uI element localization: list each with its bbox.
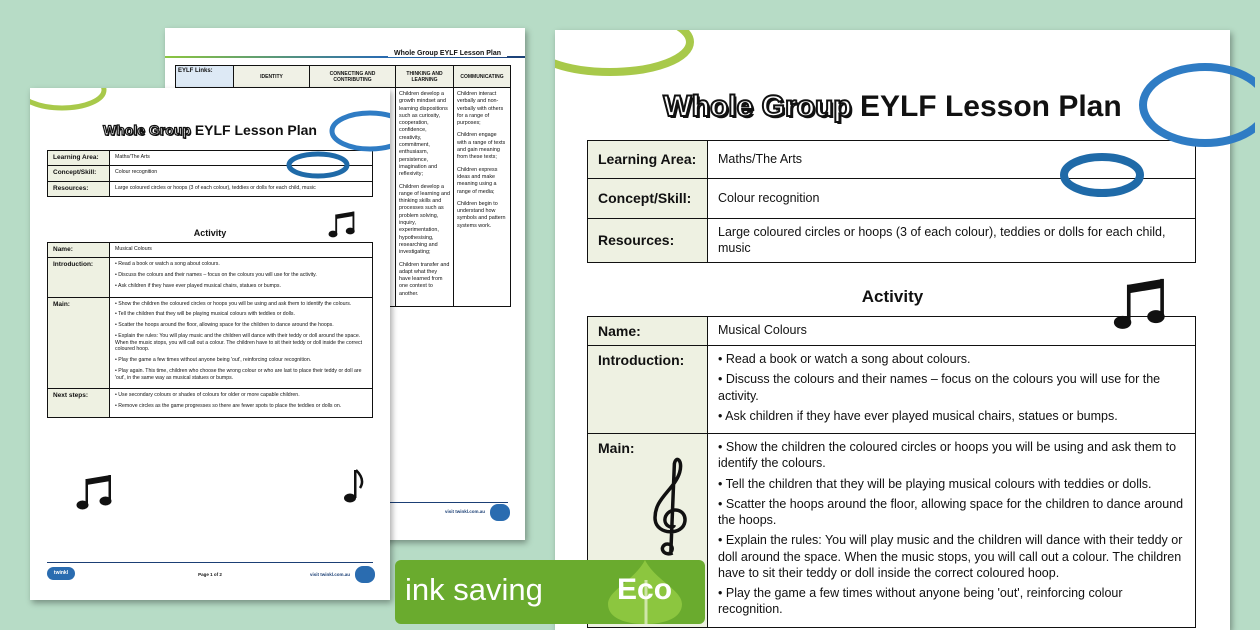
list-item: Play the game a few times without anyone… [718,585,1185,618]
thinking-cell: Children develop a growth mindset and le… [395,86,454,308]
list-item: Remove circles as the game progresses so… [115,403,367,410]
info-value: Large coloured circles or hoops (3 of ea… [707,218,1196,263]
info-value: Large coloured circles or hoops (3 of ea… [109,180,373,198]
info-value: Colour recognition [707,178,1196,219]
info-table: Learning Area:Maths/The Arts Concept/Ski… [587,140,1196,263]
eco-label: Eco [617,573,673,606]
activity-heading: Activity [861,287,924,306]
activity-table: Name:Musical Colours Introduction: Read … [47,241,373,418]
page-header: Whole Group EYLF Lesson Plan [388,50,507,57]
info-value: Maths/The Arts [109,149,373,167]
eylf-header: CONNECTING AND CONTRIBUTING [309,65,396,88]
list-item: Children interact verbally and non-verba… [457,91,504,127]
list-item: Scatter the hoops around the floor, allo… [718,496,1185,529]
list-item: Explain the rules: You will play music a… [115,333,367,353]
list-item: Discuss the colours and their names – fo… [718,371,1185,404]
name-value: Musical Colours [109,241,373,259]
leaf-icon [608,560,682,624]
eylf-header: EYLF Links: [175,65,234,88]
list-item: Read a book or watch a song about colour… [115,261,367,268]
header-rule [165,56,525,58]
list-item: Children transfer and adapt what they ha… [399,261,450,297]
info-label: Resources: [587,218,708,263]
twinkl-logo: twinkl [47,567,75,580]
next-steps-label: Next steps: [47,388,110,418]
info-value: Maths/The Arts [707,140,1196,179]
list-item: Ask children if they have ever played mu… [718,408,1185,424]
intro-label: Introduction: [587,345,708,435]
list-item: Children begin to understand how symbols… [457,200,506,229]
eylf-header: THINKING AND LEARNING [395,65,454,88]
info-label: Resources: [47,180,110,198]
list-item: Explain the rules: You will play music a… [718,532,1185,581]
list-item: Play again. This time, children who choo… [115,368,367,382]
info-label: Learning Area: [587,140,708,179]
name-label: Name: [47,241,110,259]
list-item: Read a book or watch a song about colour… [718,351,1185,367]
front-page-small: Whole Group EYLF Lesson Plan Learning Ar… [30,88,390,600]
page-title: Whole Group EYLF Lesson Plan [102,121,317,138]
list-item: Tell the children that they will be play… [718,476,1185,492]
page-number: Page 1 of 2 [198,572,222,577]
music-note-icon [1113,278,1165,329]
communicating-cell: Children interact verbally and non-verba… [453,86,511,308]
list-item: Tell the children that they will be play… [115,311,367,318]
list-item: Use secondary colours or shades of colou… [115,392,367,399]
info-label: Concept/Skill: [47,165,110,182]
eylf-header: COMMUNICATING [453,65,511,88]
front-page-large: Whole Group EYLF Lesson Plan Learning Ar… [555,30,1230,630]
main-label: Main: [47,296,110,390]
list-item: Children develop a growth mindset and le… [399,91,448,178]
info-label: Concept/Skill: [587,178,708,219]
twinkl-badge-logo [355,566,375,583]
list-item: Scatter the hoops around the floor, allo… [115,322,367,329]
list-item: Show the children the coloured circles o… [115,301,367,308]
treble-clef-icon [653,457,687,556]
info-value: Colour recognition [109,165,373,182]
info-table: Learning Area:Maths/The Arts Concept/Ski… [47,149,373,198]
footer-url[interactable]: visit twinkl.com.au [309,572,350,577]
list-item: Play the game a few times without anyone… [115,357,367,364]
intro-label: Introduction: [47,257,110,298]
music-note-icon [344,469,364,503]
activity-heading: Activity [193,228,227,238]
music-note-icon [76,475,112,510]
list-item: Discuss the colours and their names – fo… [115,272,367,279]
list-item: Children express ideas and make meaning … [457,166,498,195]
activity-table: Name:Musical Colours Introduction: Read … [587,315,1196,628]
music-note-icon [328,211,355,238]
page-title: Whole Group EYLF Lesson Plan [662,89,1122,124]
name-label: Name: [587,315,708,347]
ink-saving-badge: ink saving Eco [395,560,705,624]
twinkl-badge-logo [490,504,510,521]
info-label: Learning Area: [47,149,110,167]
list-item: Children develop a range of learning and… [399,183,450,256]
list-item: Children engage with a range of texts an… [457,132,506,161]
list-item: Show the children the coloured circles o… [718,439,1185,472]
footer-url[interactable]: visit twinkl.com.au [444,509,485,514]
badge-text: ink saving [405,572,543,607]
eylf-header: IDENTITY [233,65,310,88]
list-item: Ask children if they have ever played mu… [115,283,367,290]
footer-rule [47,562,373,563]
